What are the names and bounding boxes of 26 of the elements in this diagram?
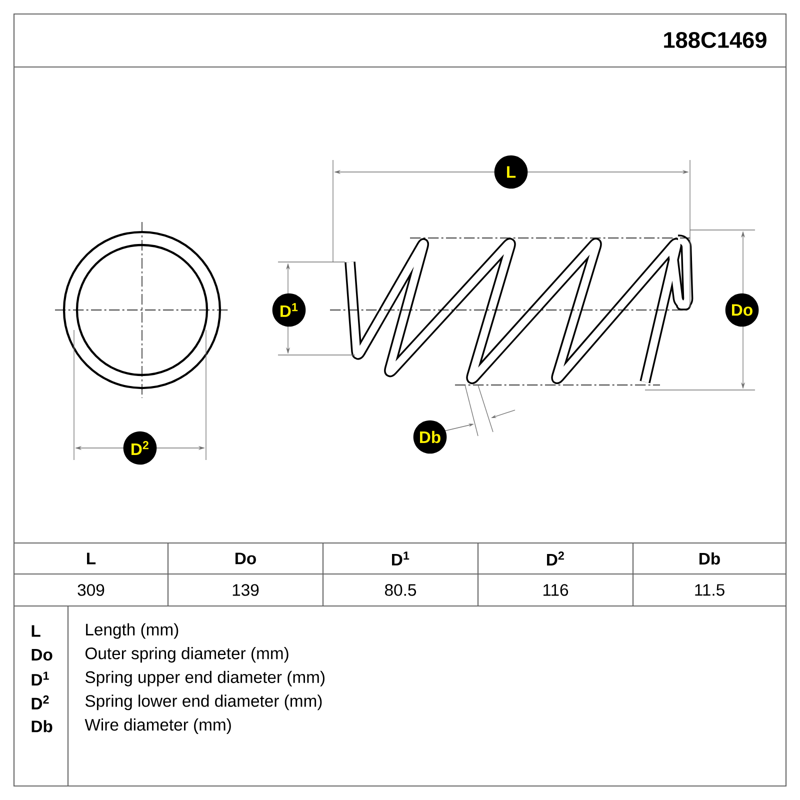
table-header: D$^{2}$ — [547, 552, 564, 566]
table-header: Do — [236, 552, 256, 564]
key-symbol: D$^{1}$ — [32, 672, 49, 686]
table-header: L — [87, 552, 96, 564]
dimension-callout: L — [494, 155, 528, 189]
dimension-callout: Db — [413, 420, 447, 454]
key-description: Wire diameter (mm) — [84, 718, 231, 734]
key-symbol: L — [32, 625, 40, 637]
table-cell: 309 — [78, 584, 104, 596]
key-description: Spring upper end diameter (mm) — [85, 670, 324, 686]
table-cell: 116 — [544, 584, 568, 596]
key-symbol: Do — [32, 649, 52, 661]
part-number: 188C1469 — [664, 32, 766, 48]
table-header: Db — [700, 552, 720, 565]
dimension-callout: D$^{2}$ — [123, 431, 157, 465]
table-header: D$^{1}$ — [392, 552, 410, 566]
key-description: Spring lower end diameter (mm) — [85, 694, 322, 710]
table-cell: 11.5 — [695, 584, 724, 596]
key-description: Outer spring diameter (mm) — [86, 647, 288, 663]
dimension-callout: Do — [725, 293, 759, 327]
dimension-callout: D$^{1}$ — [272, 293, 306, 327]
key-symbol: D$^{2}$ — [32, 695, 49, 710]
table-cell: 80.5 — [385, 584, 416, 596]
key-description: Length (mm) — [86, 623, 178, 639]
key-symbol: Db — [32, 720, 52, 732]
table-cell: 139 — [232, 584, 259, 596]
